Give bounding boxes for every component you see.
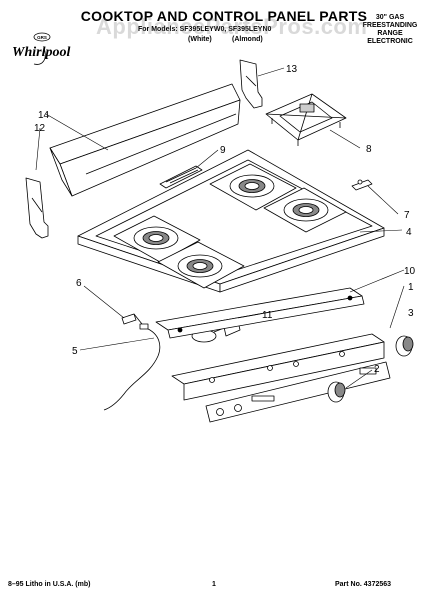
whirlpool-logo-icon: GRS Whirlpool	[12, 32, 70, 65]
brand-small-text: GRS	[37, 35, 47, 40]
callout-5: 5	[72, 346, 78, 357]
brand-logo: GRS Whirlpool	[8, 24, 108, 68]
callout-7: 7	[404, 210, 410, 221]
left-end-cap	[25, 177, 49, 239]
burner-knob-center	[327, 381, 346, 403]
range-line-2: FREESTANDING	[362, 22, 418, 29]
callout-14: 14	[38, 110, 50, 121]
range-line-3: RANGE	[377, 30, 403, 37]
callout-labels: 14 12 13 9 8 7 4 10 1 11 6 5 2 3	[34, 64, 416, 375]
burner-grate	[265, 93, 347, 146]
callout-11: 11	[262, 310, 273, 321]
footer-page-number: 1	[212, 581, 216, 588]
front-manifold-panel	[171, 333, 385, 401]
burner-pad-left	[113, 215, 245, 289]
wire-harness	[103, 323, 161, 411]
callout-8: 8	[366, 144, 372, 155]
callout-6: 6	[76, 278, 82, 289]
page-title: COOKTOP AND CONTROL PANEL PARTS	[80, 8, 368, 24]
burner-knob-right	[395, 335, 414, 357]
color-almond-label: (Almond)	[232, 36, 263, 43]
callout-13: 13	[286, 64, 298, 75]
vent-trim	[159, 165, 203, 189]
callout-3: 3	[408, 308, 414, 319]
footer-part-number: Part No. 4372563	[335, 581, 392, 588]
watermark: AppliancePartsPros.com	[96, 14, 368, 39]
range-line-4: ELECTRONIC	[367, 38, 413, 45]
right-end-cap	[239, 59, 263, 109]
footer-print-info: 8–95 Litho in U.S.A. (mb)	[8, 581, 91, 588]
callout-1: 1	[408, 282, 414, 293]
spark-electrode	[351, 179, 373, 191]
control-panel	[205, 361, 391, 423]
model-line: For Models: SF395LEYW0, SF395LEYN0	[138, 26, 272, 33]
clip-left	[121, 313, 143, 325]
brand-name: Whirlpool	[12, 45, 70, 60]
control-panel-support	[155, 287, 365, 339]
range-description: 30" GAS FREESTANDING RANGE ELECTRONIC	[352, 14, 428, 46]
callout-9: 9	[220, 145, 226, 156]
callout-12: 12	[34, 123, 46, 134]
callout-2: 2	[374, 364, 380, 375]
burner-pad-right	[209, 163, 347, 233]
color-white-label: (White)	[188, 36, 212, 43]
callout-4: 4	[406, 227, 412, 238]
range-line-1: 30" GAS	[375, 14, 405, 21]
callout-10: 10	[404, 266, 416, 277]
